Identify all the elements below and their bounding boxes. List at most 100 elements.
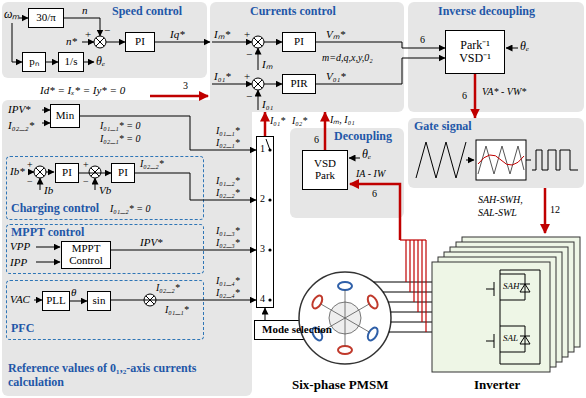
six-phase-pmsm [366,294,380,310]
six-phase-pmsm [310,326,324,342]
signal-wire [106,42,125,43]
port-number: 2 [260,194,265,205]
igbt-symbol [486,282,494,296]
signal-wire [349,158,360,159]
block-text: PIR [290,78,307,90]
edge-label: V₀₁* [326,70,346,82]
signal-label: − [246,48,252,60]
port-number: 1 [260,144,265,155]
bus-arrow [544,188,547,233]
signal-label: I₀₁_₃* [216,225,240,236]
signal-connector [135,173,256,200]
signal-wire [212,42,252,43]
inverter-leg [432,262,550,372]
signal-label: − [246,90,252,102]
signal-wire [258,90,259,110]
sum-junction [91,168,99,176]
current-tap [425,240,426,332]
signal-label: − [27,176,33,187]
signal-label: I₀₁_₂* = 0 [110,203,151,214]
signal-label: SAL [503,334,518,344]
panel-title: Inverse decoupling [438,5,535,19]
six-phase-pmsm [338,346,352,354]
signal-wire [266,139,270,150]
sum-junction [36,168,44,176]
block-box: MPPT Control [61,241,111,269]
block-box: VSD Park [302,150,348,190]
carrier-waveform [466,160,474,161]
signal-wire [36,262,60,263]
signal-connector [316,58,445,84]
carrier-waveform [532,150,578,170]
signal-wire [212,84,252,85]
signal-wire [46,172,54,173]
sum-junction [89,166,101,178]
signal-label: Vb [99,184,111,196]
sum-junction [94,36,106,48]
signal-wire [12,23,22,62]
block-text: PI [294,36,304,48]
signal-label: + [244,70,250,82]
signal-label: Id* = Iₓ* = Iy* = 0 [40,84,125,96]
block-text: 1/s [65,56,78,68]
block-box: PI [125,32,155,52]
igbt-symbol [500,274,525,352]
bus-arrow [150,95,208,98]
six-phase-pmsm [321,290,369,346]
signal-wire [42,110,50,111]
signal-label: θₑ [520,40,529,53]
block-box: PI [111,163,135,183]
igbt-symbol [500,270,540,364]
signal-connector [80,116,256,150]
edge-label: Iₘ, I₀₁ [330,114,355,125]
block-text: pₙ [29,56,39,68]
signal-label: I₀₁_₁* = 0 [100,120,141,131]
block-text: 30/π [36,12,56,24]
phase-wire [374,282,432,283]
signal-connector [264,112,267,136]
six-phase-pmsm [310,294,324,310]
sum-junction [254,38,262,46]
signal-wire [28,172,34,173]
signal-label: I₀₁_₄* [216,275,240,286]
edge-label: θ [71,286,76,298]
switch-contact [268,148,271,301]
current-tap [409,240,410,292]
bus-arrow [150,96,545,240]
signal-label: I₀₂* [292,115,307,126]
current-tap [400,239,426,240]
signal-label: + [85,28,91,40]
igbt-symbol [520,326,530,352]
signal-label: I₀₂_₁* [216,137,240,148]
current-tap [417,240,418,312]
signal-connector [474,74,477,118]
block-box: sin [87,291,111,311]
signal-label: IPV* [8,103,31,115]
switch-contact [268,198,271,201]
signal-label: Iₘ* [214,28,230,40]
signal-label: Ib [44,184,53,196]
carrier-waveform [476,140,526,180]
sum-junction [252,36,264,48]
signal-wire [82,42,94,43]
igbt-symbol [486,334,494,348]
signal-label: 12 [550,204,560,215]
carrier-waveform [478,146,524,174]
signal-label: 6 [372,188,377,199]
panel-title: MPPT control [11,226,84,240]
block-box: PI [282,32,316,52]
signal-connector [316,42,445,48]
dashed-group: MPPT controlMPPT Control [6,224,204,274]
six-phase-pmsm [299,272,391,364]
signal-wire [36,247,60,248]
block-text: PI [62,167,72,179]
block-box: pₙ [22,52,46,72]
signal-label: n* [66,35,77,47]
signal-label: + [244,28,250,40]
signal-label: 6 [420,34,425,45]
panel-title: Decoupling [334,130,392,144]
signal-label: Inverter [474,378,520,392]
phase-wire [383,292,432,293]
signal-label: IA - IW [356,168,385,179]
mode-switch: 1234 [256,136,274,308]
